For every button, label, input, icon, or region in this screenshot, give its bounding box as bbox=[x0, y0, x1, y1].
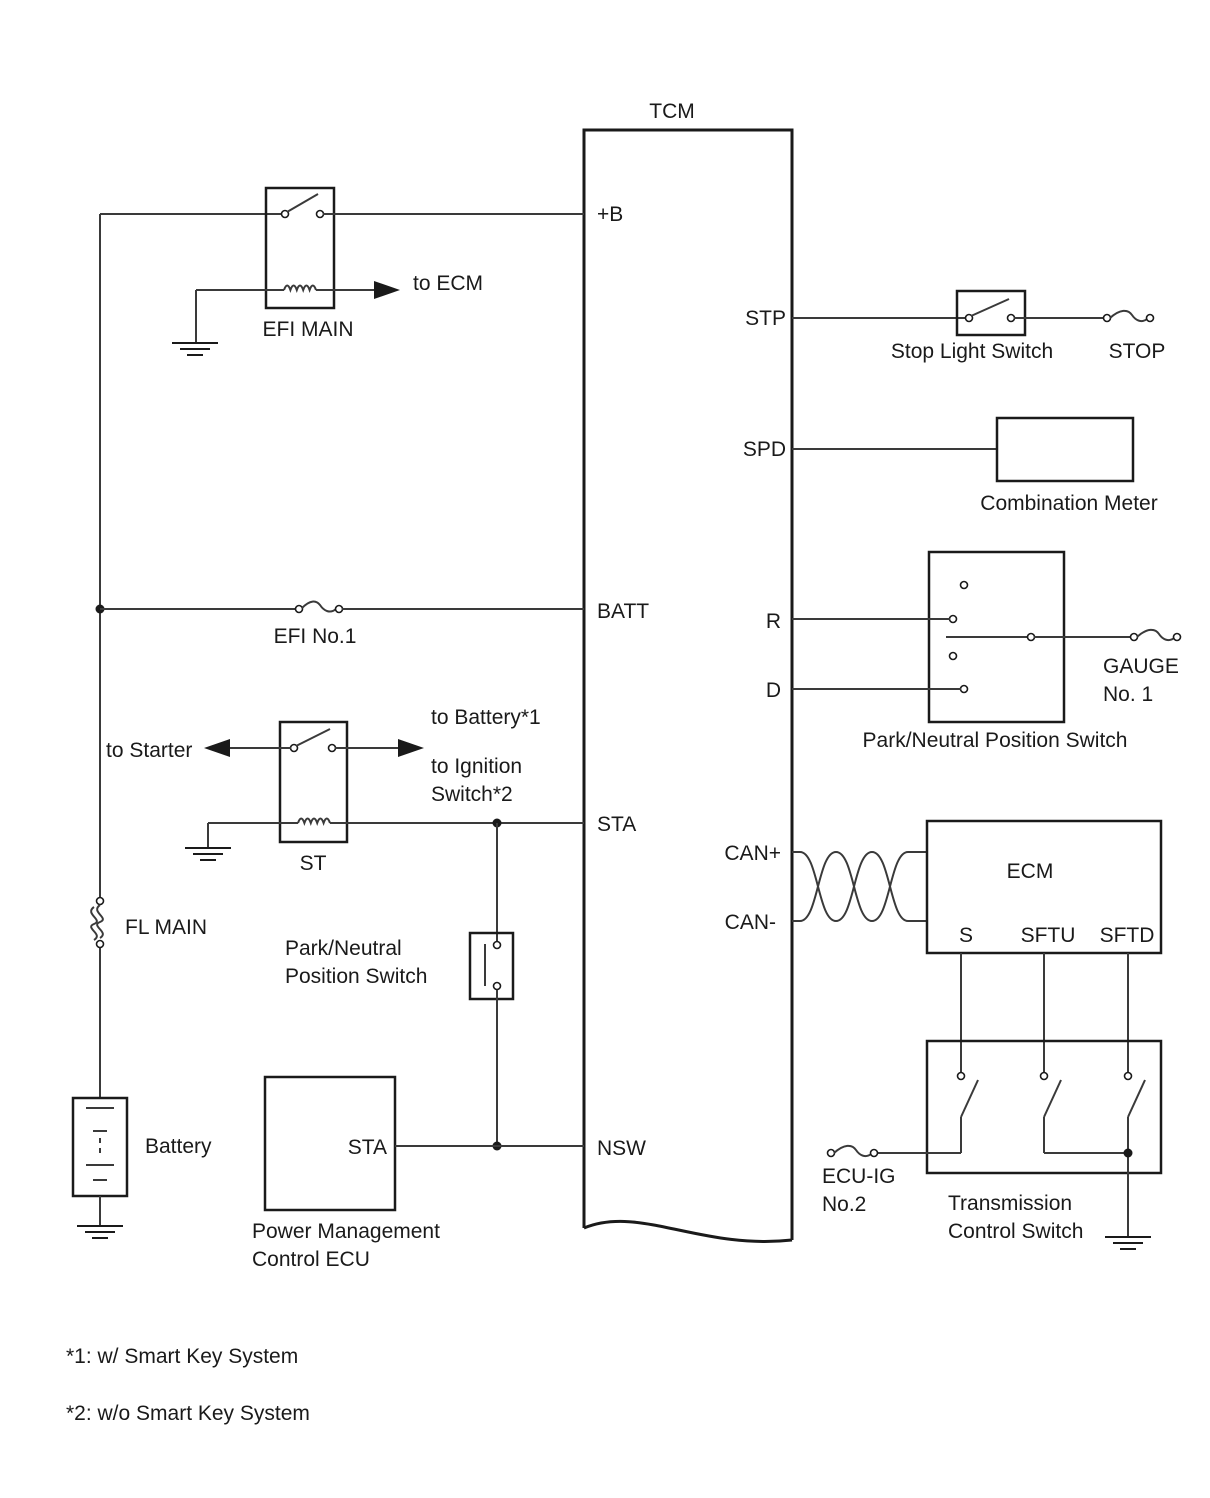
pin-d: D bbox=[766, 679, 781, 702]
battery-label: Battery bbox=[145, 1135, 212, 1158]
ecm-label: ECM bbox=[1007, 860, 1054, 883]
pm-ecu-label-2: Control ECU bbox=[252, 1248, 370, 1271]
left-pn-label-2: Position Switch bbox=[285, 965, 427, 988]
footnote-2: *2: w/o Smart Key System bbox=[66, 1402, 310, 1425]
footnote-1: *1: w/ Smart Key System bbox=[66, 1345, 298, 1368]
stop-light-switch-label: Stop Light Switch bbox=[891, 340, 1053, 363]
left-pn-label-1: Park/Neutral bbox=[285, 937, 402, 960]
tcs-label-1: Transmission bbox=[948, 1192, 1072, 1215]
to-battery-label: to Battery*1 bbox=[431, 706, 541, 729]
ecm-sftd-label: SFTD bbox=[1100, 924, 1155, 947]
gauge-label-1: GAUGE bbox=[1103, 655, 1179, 678]
pin-batt: BATT bbox=[597, 600, 649, 623]
pin-spd: SPD bbox=[743, 438, 786, 461]
transmission-control-switch: ECU-IG No.2 Transmission Control Switch bbox=[822, 953, 1163, 1250]
pin-plus-b: +B bbox=[597, 203, 623, 226]
combination-meter: Combination Meter bbox=[792, 416, 1158, 515]
to-ignition-label-1: to Ignition bbox=[431, 755, 522, 778]
to-ecm-label: to ECM bbox=[413, 272, 483, 295]
pm-sta-label: STA bbox=[348, 1136, 387, 1159]
pin-can-minus: CAN- bbox=[725, 911, 776, 934]
st-relay: ST to Starter to Battery*1 to Ignition S… bbox=[106, 706, 584, 875]
fl-main-label: FL MAIN bbox=[125, 916, 207, 939]
to-ignition-label-2: Switch*2 bbox=[431, 783, 513, 806]
gauge-label-2: No. 1 bbox=[1103, 683, 1153, 706]
combination-meter-label: Combination Meter bbox=[980, 492, 1157, 515]
ecm-sftu-label: SFTU bbox=[1021, 924, 1076, 947]
right-pn-switch: GAUGE No. 1 Park/Neutral Position Switch bbox=[792, 550, 1182, 752]
ecu-ig-label-1: ECU-IG bbox=[822, 1165, 896, 1188]
fl-main-fuse: FL MAIN bbox=[90, 896, 207, 949]
efi-no1-label: EFI No.1 bbox=[274, 625, 357, 648]
ecu-ig-label-2: No.2 bbox=[822, 1193, 866, 1216]
pin-sta: STA bbox=[597, 813, 636, 836]
pin-r: R bbox=[766, 610, 781, 633]
power-management-ecu: STA Power Management Control ECU bbox=[252, 1075, 584, 1271]
left-pn-switch: Park/Neutral Position Switch bbox=[285, 818, 515, 1151]
to-starter-label: to Starter bbox=[106, 739, 192, 762]
pin-stp: STP bbox=[745, 307, 786, 330]
st-label: ST bbox=[300, 852, 327, 875]
efi-main-label: EFI MAIN bbox=[262, 318, 353, 341]
battery: Battery bbox=[71, 1096, 212, 1239]
pm-ecu-label-1: Power Management bbox=[252, 1220, 440, 1243]
ecm-block: ECM S SFTU SFTD bbox=[792, 819, 1163, 955]
ecm-s-label: S bbox=[959, 924, 973, 947]
pin-can-plus: CAN+ bbox=[724, 842, 781, 865]
right-pn-switch-label: Park/Neutral Position Switch bbox=[863, 729, 1128, 752]
tcm-title: TCM bbox=[649, 100, 695, 123]
efi-no1-fuse: EFI No.1 bbox=[95, 600, 584, 648]
stop-fuse-label: STOP bbox=[1109, 340, 1166, 363]
stop-light-switch: Stop Light Switch STOP bbox=[792, 289, 1166, 363]
footnotes: *1: w/ Smart Key System *2: w/o Smart Ke… bbox=[66, 1345, 310, 1425]
efi-main-relay: EFI MAIN to ECM bbox=[172, 186, 584, 356]
pin-nsw: NSW bbox=[597, 1137, 646, 1160]
tcm-block: TCM +B BATT STA NSW STP SPD R D CAN+ CAN… bbox=[582, 100, 794, 1243]
tcs-label-2: Control Switch bbox=[948, 1220, 1083, 1243]
